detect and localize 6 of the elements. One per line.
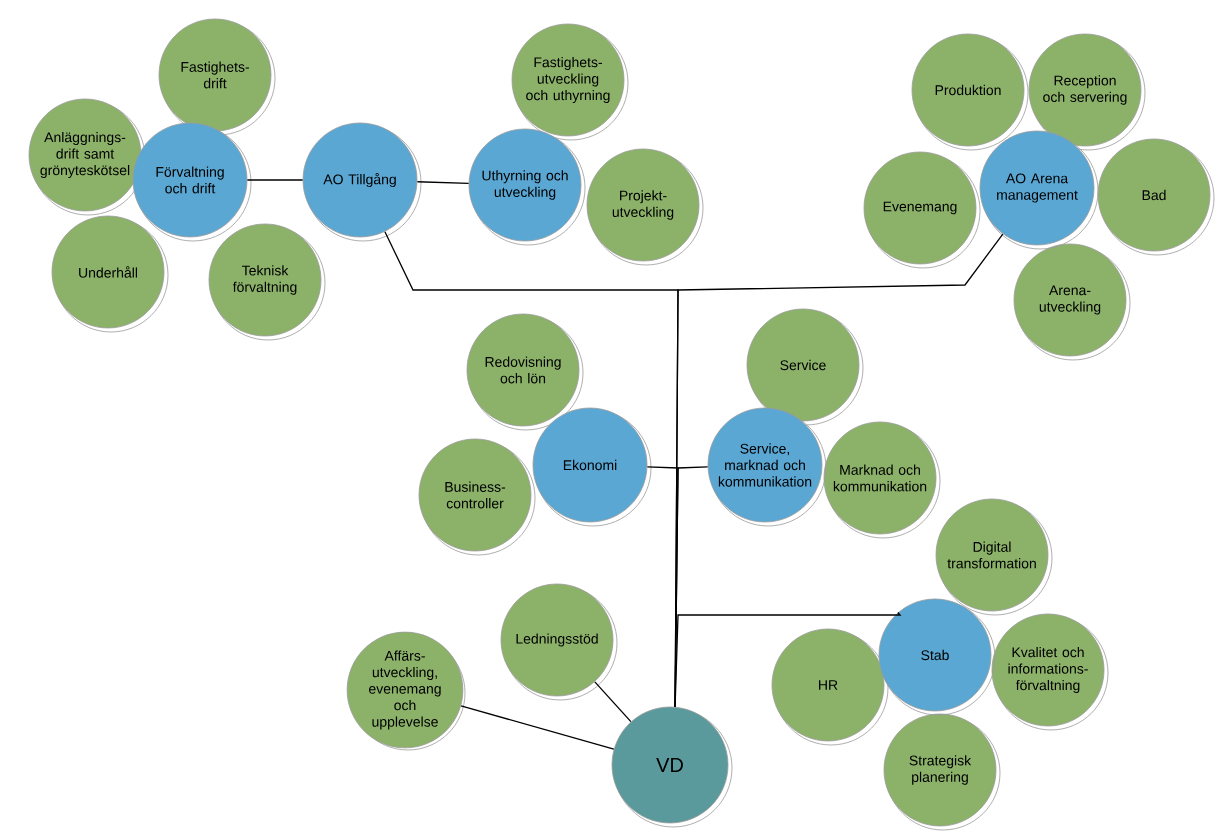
connector-line	[246, 179, 304, 181]
connector-line	[594, 681, 632, 723]
connector-line	[416, 181, 470, 184]
connector-line	[674, 611, 902, 708]
connector-line	[460, 705, 615, 750]
connector-line	[674, 466, 709, 708]
